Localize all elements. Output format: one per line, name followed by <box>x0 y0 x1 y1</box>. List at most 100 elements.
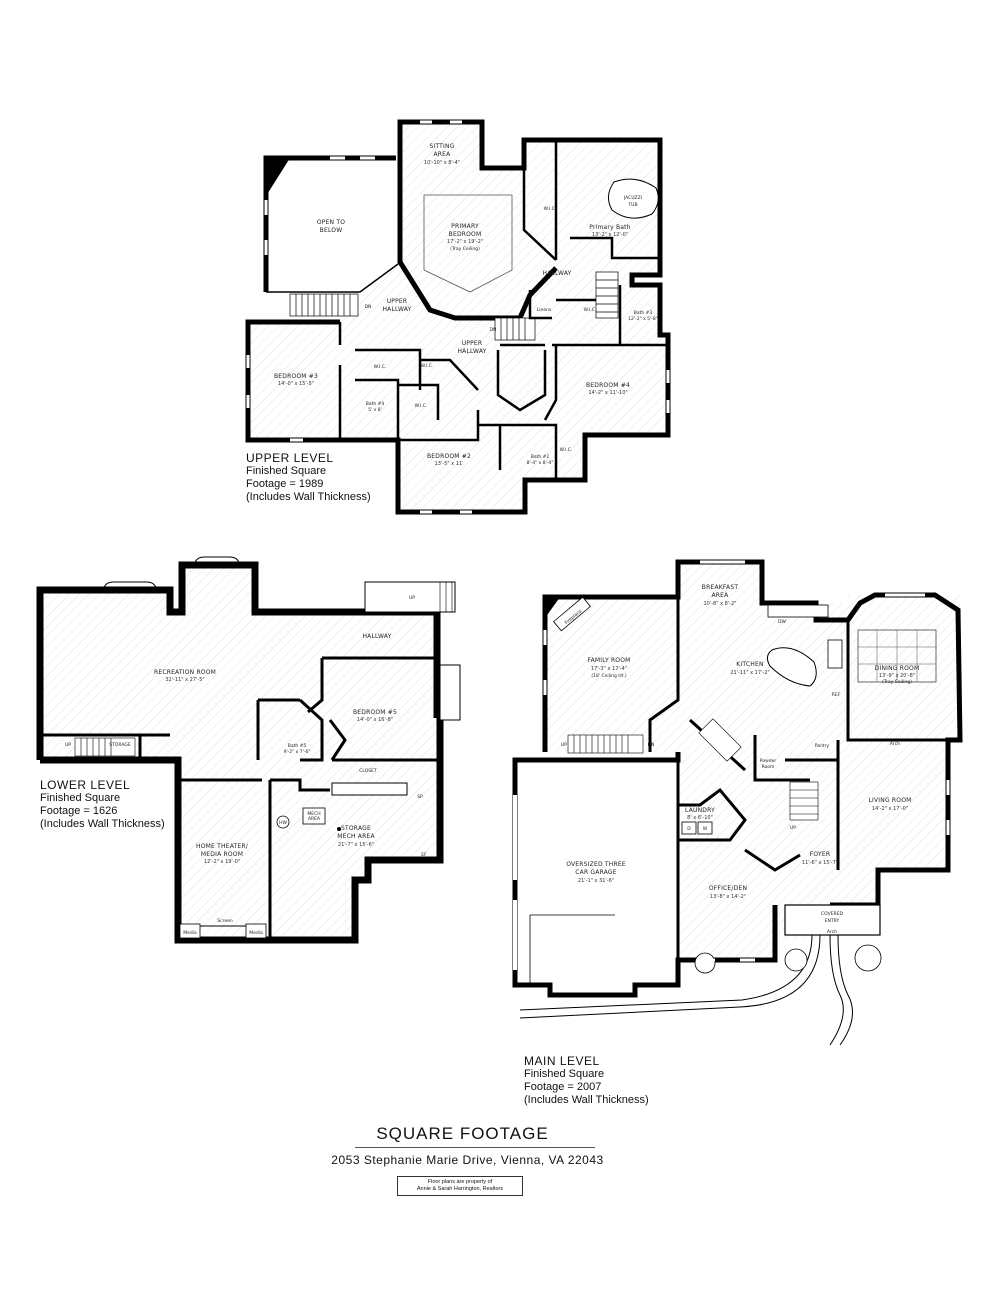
main-outer-wall-2 <box>512 752 778 998</box>
label-media-left: Media <box>183 930 197 936</box>
walkway <box>519 934 821 1019</box>
label-wic-primary: W.I.C. <box>544 206 557 212</box>
main-interior-walls <box>648 597 960 960</box>
dim-laundry: 8' x 6'-10" <box>687 815 713 821</box>
water-heater <box>276 815 290 829</box>
fireplace <box>553 596 591 632</box>
dim-dining-room: 13'-9" x 20'-8" <box>879 673 915 679</box>
label-upper-hallway-b: UPPER <box>462 340 483 347</box>
media-cabinet-left <box>179 923 201 939</box>
label-arch-1: Arch <box>890 741 900 747</box>
credit-line2: Annie & Sarah Harrington, Realtors <box>416 1186 504 1192</box>
lower-closet <box>331 782 408 796</box>
label-bath-5: Bath #5 <box>288 743 307 749</box>
label-sp: SP <box>417 794 423 800</box>
dim-living-room: 14'-2" x 17'-0" <box>872 806 908 812</box>
dim-primary-bedroom: 17'-2" x 19'-2" <box>447 239 483 245</box>
label-bedroom-2: BEDROOM #2 <box>427 453 471 460</box>
label-bath-2: Bath #2 <box>531 454 550 460</box>
label-upper-hallway: UPPER <box>387 298 408 305</box>
label-media-right: Media <box>249 930 263 936</box>
upper-level-line3: (Includes Wall Thickness) <box>246 491 371 503</box>
upper-railing <box>266 263 399 293</box>
label-wic-bed3: W.I.C. <box>374 364 387 370</box>
label-wic-hall: W.I.C. <box>584 307 597 313</box>
label-bedroom-5: BEDROOM #5 <box>353 709 397 716</box>
label-lower-closet: CLOSET <box>359 768 377 774</box>
label-office-den: OFFICE/DEN <box>709 885 747 892</box>
dim-sitting-area: 10'-10" x 8'-4" <box>424 160 460 166</box>
label-covered-entry-2: ENTRY <box>825 918 840 924</box>
label-pantry: Pantry <box>815 743 830 749</box>
label-dn-upper-2: DN <box>490 327 497 333</box>
page-title: SQUARE FOOTAGE <box>376 1124 549 1143</box>
label-living-room: LIVING ROOM <box>868 797 911 804</box>
dim-kitchen: 21'-11" x 17'-2" <box>730 670 769 676</box>
storage-marker <box>337 827 341 831</box>
label-dn-upper: DN <box>365 304 372 310</box>
label-dryer: D <box>687 826 691 832</box>
label-dn-main: DN <box>648 742 655 748</box>
label-mech-small: MECH <box>307 811 320 817</box>
dim-bedroom-5: 14'-0" x 16'-8" <box>357 717 393 723</box>
label-ref: REF <box>832 692 841 698</box>
label-wic-bed2: W.I.C. <box>560 447 573 453</box>
kitchen-island <box>766 647 817 687</box>
label-jacuzzi-2: TUB <box>627 202 637 208</box>
lower-outer-wall <box>36 561 441 760</box>
label-lower-storage: STORAGE <box>109 742 131 748</box>
main-level-info: MAIN LEVEL Finished Square Footage = 200… <box>524 1055 649 1107</box>
dim-bath-5: 9'-2" x 7'-6" <box>284 749 311 755</box>
label-family-room: FAMILY ROOM <box>587 657 630 664</box>
upper-level-line1: Finished Square <box>246 465 327 477</box>
main-outer-wall <box>542 559 963 908</box>
main-windows <box>543 560 950 962</box>
dim-breakfast-area: 10'-8" x 8'-2" <box>703 601 736 607</box>
label-open-to-below-2: BELOW <box>320 227 343 234</box>
label-breakfast-area-2: AREA <box>712 592 730 599</box>
label-primary-bedroom: PRIMARY <box>451 223 479 230</box>
label-bath-3: Bath #3 <box>634 310 653 316</box>
label-mech-small-2: AREA <box>308 816 321 822</box>
fireplace-corner <box>545 597 560 618</box>
dim-primary-bath: 13'-2" x 12'-0" <box>592 232 628 238</box>
media-cabinet-right <box>245 923 267 939</box>
label-upper-hallway-2: HALLWAY <box>382 306 411 313</box>
lower-level-heading: LOWER LEVEL <box>40 778 131 792</box>
label-lower-hallway: HALLWAY <box>362 633 391 640</box>
label-open-to-below: OPEN TO <box>317 219 345 226</box>
shrubs <box>694 944 882 974</box>
label-wic-bath4: W.I.C. <box>415 403 428 409</box>
dim-bedroom-4: 14'-2" x 11'-10" <box>588 390 627 396</box>
label-up-main: UP <box>561 742 567 748</box>
label-dw: DW <box>778 619 786 625</box>
kitchen-range <box>827 639 843 669</box>
label-covered-entry: COVERED <box>821 911 843 917</box>
label-breakfast-area: BREAKFAST <box>702 584 739 591</box>
note-primary-bedroom: (Tray Ceiling) <box>450 246 480 252</box>
label-hallway: HALLWAY <box>542 270 571 277</box>
lower-outer-wall-2 <box>40 718 444 944</box>
label-ef: EF <box>421 852 427 858</box>
lower-stairs <box>74 737 136 757</box>
label-up-exterior: UP <box>409 595 415 601</box>
dim-bedroom-3: 14'-0" x 15'-5" <box>278 381 314 387</box>
label-laundry: LAUNDRY <box>685 807 715 814</box>
property-address: 2053 Stephanie Marie Drive, Vienna, VA 2… <box>331 1153 604 1167</box>
note-dining-room: (Tray Ceiling) <box>882 679 912 685</box>
title-underline <box>355 1147 595 1148</box>
main-stairs <box>567 718 819 821</box>
label-home-theater: HOME THEATER/ <box>196 843 249 850</box>
lower-bay-window-2 <box>194 556 240 566</box>
label-bath-4: Bath #4 <box>366 401 385 407</box>
main-floor-area <box>545 562 960 960</box>
label-powder-room: Powder <box>760 758 777 764</box>
label-jacuzzi: JACUZZI <box>623 195 642 201</box>
label-hw: HW <box>279 820 287 826</box>
lower-level-line1: Finished Square <box>40 792 121 804</box>
credit-box: Floor plans are property of Annie & Sara… <box>397 1176 523 1196</box>
label-kitchen: KITCHEN <box>736 661 763 668</box>
main-level-plan: BREAKFAST AREA 10'-8" x 8'-2" FAMILY ROO… <box>512 559 963 1046</box>
label-wic-mid: W.I.C. <box>421 363 434 369</box>
